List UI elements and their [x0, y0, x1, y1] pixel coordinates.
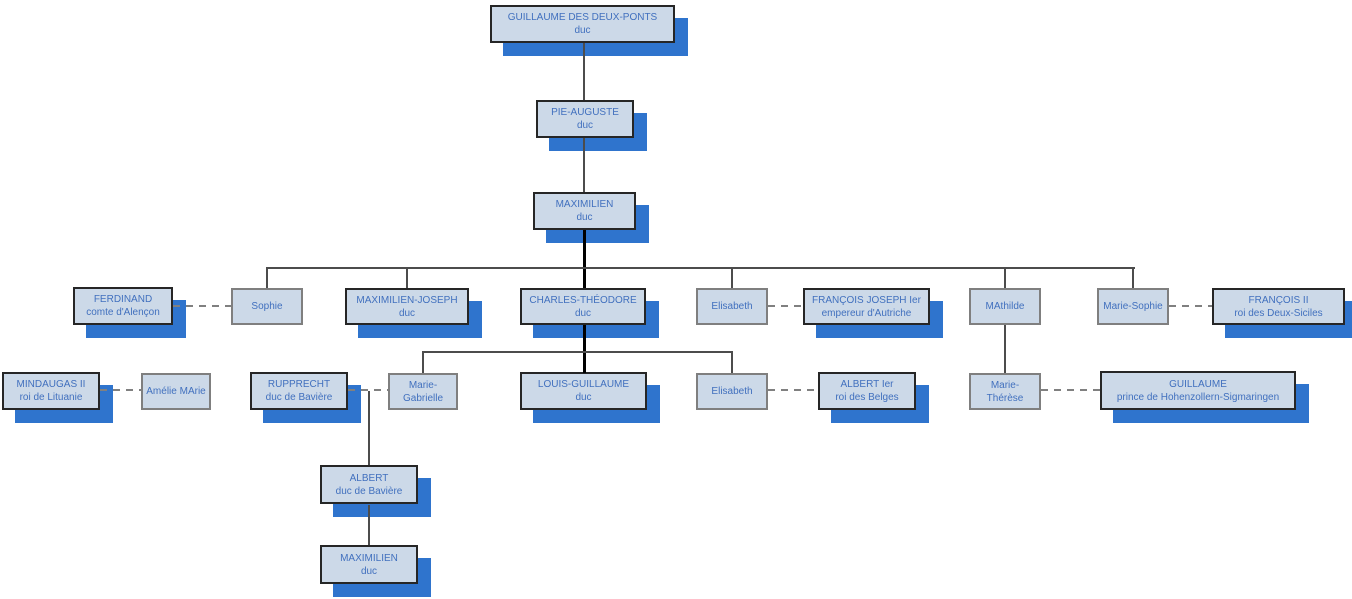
person-title: duc de Bavière [335, 485, 403, 497]
marriage-marietherese-guillaume [1041, 389, 1100, 391]
connector-pieauguste-maximilien [583, 138, 585, 192]
marriage-mindaugas-amelie [100, 389, 141, 391]
person-name: GUILLAUME DES DEUX-PONTS [507, 12, 658, 23]
connector-siblings-bus-row4 [266, 267, 1135, 269]
node-ferdinand[interactable]: FERDINAND comte d'Alençon [73, 287, 173, 325]
person-name: MINDAUGAS II [16, 379, 86, 390]
node-maximilien-2[interactable]: MAXIMILIEN duc [320, 545, 418, 584]
person-name: RUPPRECHT [267, 379, 331, 390]
connector-albert-maximilien [368, 505, 370, 545]
node-louis-guillaume[interactable]: LOUIS-GUILLAUME duc [520, 372, 647, 410]
person-name: FRANÇOIS JOSEPH Ier [812, 294, 921, 306]
person-name: ALBERT [349, 472, 389, 484]
connector-drop-elisabeth-2 [731, 352, 733, 373]
connector-drop-marie-gabrielle [422, 352, 424, 373]
person-name: ALBERT Ier [840, 379, 894, 390]
connector-siblings-bus-row5 [422, 351, 733, 353]
person-title: duc [574, 25, 591, 36]
person-name: Marie-Gabrielle [402, 379, 444, 404]
person-title: duc [360, 565, 378, 577]
person-name: Marie-Thérèse [986, 379, 1024, 404]
node-marie-gabrielle[interactable]: Marie-Gabrielle [388, 373, 458, 410]
connector-mathilde-marietherese [1004, 325, 1006, 373]
node-sophie[interactable]: Sophie [231, 288, 303, 325]
connector-drop-sophie [266, 268, 268, 288]
person-name: MAXIMILIEN-JOSEPH [356, 294, 458, 306]
marriage-mariesophie-francoisii [1169, 305, 1212, 307]
person-title: duc [576, 212, 593, 223]
node-mindaugas-ii[interactable]: MINDAUGAS II roi de Lituanie [2, 372, 100, 410]
person-title: comte d'Alençon [86, 307, 160, 318]
node-elisabeth-2[interactable]: Elisabeth [696, 373, 768, 410]
node-amelie-marie[interactable]: Amélie MArie [141, 373, 211, 410]
connector-guillaume-pieauguste [583, 43, 585, 100]
connector-drop-marie-sophie [1132, 268, 1134, 288]
person-title: duc de Bavière [265, 392, 333, 403]
person-name: MAthilde [985, 301, 1025, 312]
person-title: roi de Lituanie [19, 392, 83, 403]
person-title: empereur d'Autriche [821, 307, 912, 319]
node-marie-therese[interactable]: Marie-Thérèse [969, 373, 1041, 410]
node-francois-ii[interactable]: FRANÇOIS II roi des Deux-Siciles [1212, 288, 1345, 325]
person-name: Amélie MArie [146, 386, 206, 397]
person-name: CHARLES-THÉODORE [529, 294, 637, 306]
node-maximilien-joseph[interactable]: MAXIMILIEN-JOSEPH duc [345, 288, 469, 325]
person-name: MAXIMILIEN [555, 199, 614, 210]
person-name: Elisabeth [711, 301, 753, 312]
node-marie-sophie[interactable]: Marie-Sophie [1097, 288, 1169, 325]
person-name: Marie-Sophie [1103, 301, 1163, 312]
node-guillaume-hohenzollern[interactable]: GUILLAUME prince de Hohenzollern-Sigmari… [1100, 371, 1296, 410]
node-francois-joseph-ier[interactable]: FRANÇOIS JOSEPH Ier empereur d'Autriche [803, 288, 930, 325]
marriage-ferdinand-sophie [173, 305, 231, 307]
person-name: FERDINAND [93, 294, 153, 305]
connector-rupprecht-albert [368, 391, 370, 465]
node-albert-baviere[interactable]: ALBERT duc de Bavière [320, 465, 418, 504]
connector-maximilien-trunk [583, 230, 586, 288]
person-name: MAXIMILIEN [340, 552, 398, 564]
marriage-elisabeth-francoisjoseph [768, 305, 803, 307]
node-mathilde[interactable]: MAthilde [969, 288, 1041, 325]
person-title: duc [398, 307, 416, 319]
person-name: Elisabeth [711, 386, 753, 397]
person-title: roi des Belges [835, 392, 899, 403]
person-name: LOUIS-GUILLAUME [537, 379, 630, 390]
connector-drop-elisabeth-1 [731, 268, 733, 288]
person-title: roi des Deux-Siciles [1234, 307, 1323, 319]
person-title: duc [574, 307, 592, 319]
node-pie-auguste[interactable]: PIE-AUGUSTE duc [536, 100, 634, 138]
person-title: duc [576, 120, 594, 131]
person-title: duc [575, 392, 592, 403]
node-rupprecht[interactable]: RUPPRECHT duc de Bavière [250, 372, 348, 410]
person-name: Sophie [251, 301, 283, 312]
node-elisabeth-1[interactable]: Elisabeth [696, 288, 768, 325]
node-guillaume-des-deux-ponts[interactable]: GUILLAUME DES DEUX-PONTS duc [490, 5, 675, 43]
connector-charlestheodore-trunk [583, 325, 586, 373]
person-name: FRANÇOIS II [1248, 294, 1309, 306]
connector-drop-mathilde [1004, 268, 1006, 288]
node-charles-theodore[interactable]: CHARLES-THÉODORE duc [520, 288, 646, 325]
person-name: PIE-AUGUSTE [551, 107, 619, 118]
person-title: prince de Hohenzollern-Sigmaringen [1116, 391, 1280, 403]
connector-drop-maximilien-joseph [406, 268, 408, 288]
node-albert-ier[interactable]: ALBERT Ier roi des Belges [818, 372, 916, 410]
marriage-elisabeth-albertier [768, 389, 818, 391]
marriage-rupprecht-mariegabrielle [348, 389, 388, 391]
person-name: GUILLAUME [1169, 378, 1227, 390]
node-maximilien[interactable]: MAXIMILIEN duc [533, 192, 636, 230]
